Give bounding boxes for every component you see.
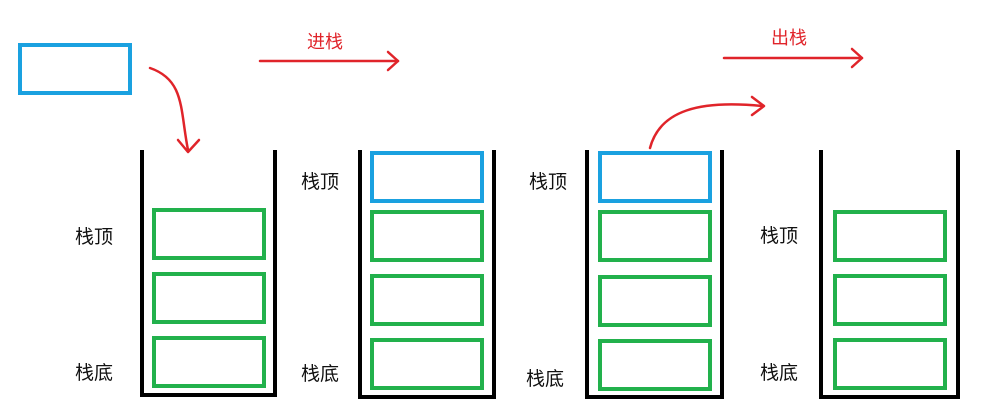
- push-label: 进栈: [307, 32, 343, 53]
- stack-4: 栈顶 栈底: [760, 150, 960, 399]
- stack-container: [140, 150, 277, 397]
- stack-element: [833, 274, 947, 326]
- incoming-element: [18, 43, 132, 95]
- stack-2: 栈顶 栈底: [301, 150, 496, 399]
- pop-arrowhead: [850, 47, 864, 69]
- stack-element: [598, 210, 712, 262]
- stack-bottom-label: 栈底: [760, 362, 798, 384]
- stack-element: [370, 274, 484, 326]
- stack-top-label: 栈顶: [760, 225, 798, 247]
- stack-3: 栈顶 栈底: [526, 150, 724, 399]
- stack-top-label: 栈顶: [301, 171, 339, 193]
- stack-container: [358, 150, 496, 399]
- stack-bottom-label: 栈底: [75, 362, 113, 384]
- stack-top-label: 栈顶: [529, 171, 567, 193]
- popping-element: [598, 151, 712, 203]
- stack-element: [833, 338, 947, 390]
- push-into-stack-arrowhead: [176, 138, 201, 154]
- push-arrowhead: [386, 50, 400, 72]
- stack-1: 栈顶 栈底: [75, 150, 277, 397]
- stack-element: [152, 336, 266, 388]
- stack-top-label: 栈顶: [75, 226, 113, 248]
- stack-element: [370, 210, 484, 262]
- stack-bottom-label: 栈底: [301, 363, 339, 385]
- stack-container: [819, 150, 960, 399]
- stack-element: [833, 210, 947, 262]
- push-into-stack-arrow: [148, 66, 190, 152]
- pushed-element: [370, 151, 484, 203]
- stack-element: [152, 272, 266, 324]
- stack-container: [585, 150, 724, 399]
- stack-element: [370, 338, 484, 390]
- pop-label: 出栈: [771, 28, 807, 49]
- stack-element: [152, 208, 266, 260]
- stack-element: [598, 275, 712, 327]
- pop-out-of-stack-arrowhead: [750, 95, 766, 117]
- stack-element: [598, 339, 712, 391]
- pop-out-of-stack-arrow: [648, 103, 764, 150]
- stack-bottom-label: 栈底: [526, 368, 564, 390]
